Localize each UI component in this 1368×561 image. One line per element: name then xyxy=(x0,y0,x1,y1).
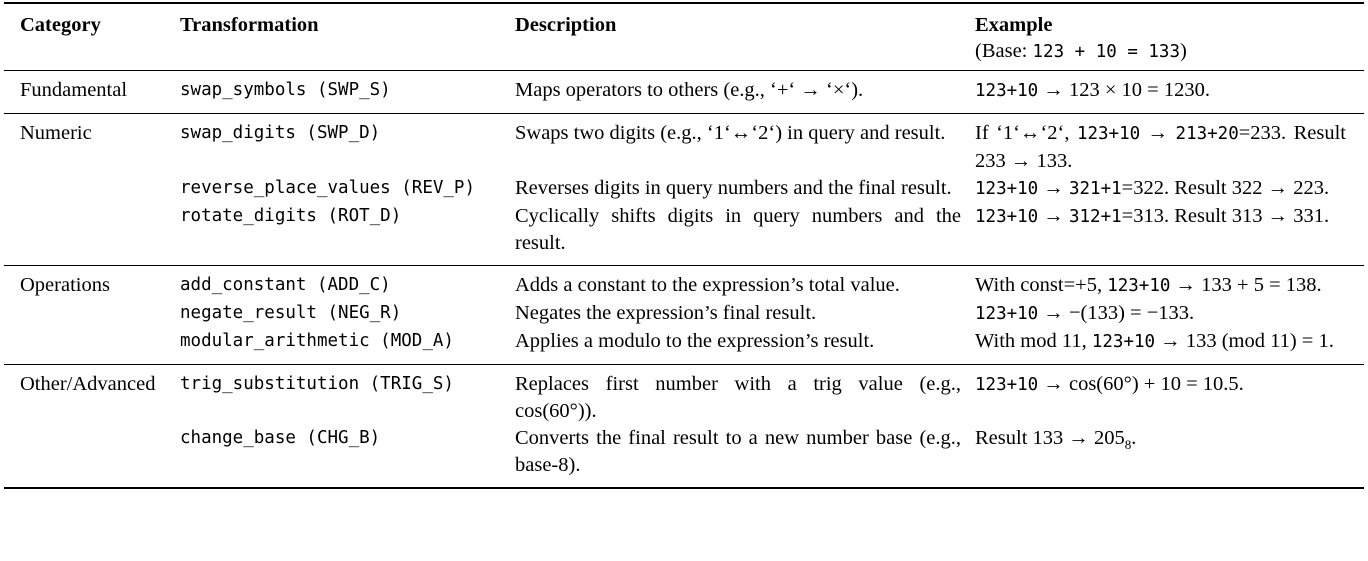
header-category: Category xyxy=(20,14,101,36)
category-cell xyxy=(4,300,180,328)
table-row: rotate_digits (ROT_D) Cyclically shifts … xyxy=(4,203,1364,266)
example-cell: 123+10 → −(133) = −133. xyxy=(975,300,1364,328)
description-cell: Maps operators to others (e.g., ‘+‘ → ‘×… xyxy=(515,79,864,101)
text-segment: ) xyxy=(1180,40,1187,62)
transformations-table: Category Transformation Description Exam… xyxy=(4,2,1364,489)
text-segment: 123+10 xyxy=(1076,124,1141,144)
text-segment: Result 133 → 205 xyxy=(975,427,1125,449)
text-segment: → 133 + 5 = 138. xyxy=(1170,274,1322,296)
category-cell: Other/Advanced xyxy=(20,373,156,395)
example-cell: 123+10 → 321+1=322. Result 322 → 223. xyxy=(975,175,1364,203)
transformation-cell: change_base (CHG_B) xyxy=(180,428,381,448)
text-segment: → xyxy=(1038,177,1069,199)
example-cell: 123+10 → 312+1=313. Result 313 → 331. xyxy=(975,203,1364,266)
category-cell: Fundamental xyxy=(20,79,128,101)
header-example-title: Example xyxy=(975,14,1053,36)
description-cell: Swaps two digits (e.g., ‘1‘↔‘2‘) in quer… xyxy=(515,122,946,144)
section-numeric: Numeric swap_digits (SWP_D) Swaps two di… xyxy=(4,113,1364,266)
text-segment: 123+10 xyxy=(975,179,1039,199)
text-segment: 312+1 xyxy=(1068,207,1122,227)
section-fundamental: Fundamental swap_symbols (SWP_S) Maps op… xyxy=(4,70,1364,114)
description-cell: Applies a modulo to the expression’s res… xyxy=(515,330,875,352)
text-segment: 123+10 xyxy=(975,207,1039,227)
transformation-cell: negate_result (NEG_R) xyxy=(180,303,402,323)
description-cell: Replaces first number with a trig value … xyxy=(515,373,961,422)
text-segment: =322. Result 322 → 223. xyxy=(1121,177,1330,199)
table-row: reverse_place_values (REV_P) Reverses di… xyxy=(4,175,1364,203)
text-segment: → xyxy=(1140,122,1176,144)
text-segment: 321+1 xyxy=(1068,179,1122,199)
category-cell xyxy=(4,175,180,203)
example-cell: With mod 11, 123+10 → 133 (mod 11) = 1. xyxy=(975,328,1364,365)
category-cell xyxy=(4,328,180,365)
header-transformation: Transformation xyxy=(180,14,319,36)
text-segment: 8 xyxy=(1124,437,1132,453)
category-cell xyxy=(4,425,180,488)
section-other-advanced: Other/Advanced trig_substitution (TRIG_S… xyxy=(4,364,1364,489)
category-cell xyxy=(4,203,180,266)
category-cell: Numeric xyxy=(20,122,92,144)
text-segment: 123+10 xyxy=(975,304,1039,324)
text-segment: =233. Result 233 → 133. xyxy=(975,122,1347,172)
text-segment: 213+20 xyxy=(1175,124,1239,144)
description-cell: Adds a constant to the expression’s tota… xyxy=(515,274,900,296)
table-row: modular_arithmetic (MOD_A) Applies a mod… xyxy=(4,328,1364,365)
text-segment: 123+10 xyxy=(975,375,1039,395)
text-segment: 123+10 xyxy=(975,81,1039,101)
transformation-cell: rotate_digits (ROT_D) xyxy=(180,206,402,226)
transformation-cell: swap_symbols (SWP_S) xyxy=(180,80,391,100)
text-segment: With mod 11, xyxy=(975,330,1092,352)
header-row: Category Transformation Description Exam… xyxy=(4,3,1364,71)
description-cell: Converts the final result to a new numbe… xyxy=(515,427,961,476)
text-segment: 123+10 xyxy=(1107,276,1171,296)
text-segment: 123+10 xyxy=(1091,332,1156,352)
example-cell: With const=+5, 123+10 → 133 + 5 = 138. xyxy=(975,266,1364,301)
section-operations: Operations add_constant (ADD_C) Adds a c… xyxy=(4,265,1364,365)
table-row: Other/Advanced trig_substitution (TRIG_S… xyxy=(4,365,1364,426)
table-row: change_base (CHG_B) Converts the final r… xyxy=(4,425,1364,488)
transformation-cell: swap_digits (SWP_D) xyxy=(180,123,381,143)
transformation-cell: add_constant (ADD_C) xyxy=(180,275,391,295)
header-example-base: (Base: 123 + 10 = 133) xyxy=(975,38,1350,65)
table-row: negate_result (NEG_R) Negates the expres… xyxy=(4,300,1364,328)
table-row: Operations add_constant (ADD_C) Adds a c… xyxy=(4,266,1364,301)
description-cell: Cyclically shifts digits in query number… xyxy=(515,205,961,254)
description-cell: Reverses digits in query numbers and the… xyxy=(515,177,952,199)
table-header: Category Transformation Description Exam… xyxy=(4,3,1364,71)
description-cell: Negates the expression’s final result. xyxy=(515,302,817,324)
text-segment: → xyxy=(1038,205,1069,227)
transformation-cell: reverse_place_values (REV_P) xyxy=(180,178,476,198)
text-segment: If ‘1‘↔‘2‘, xyxy=(975,122,1077,144)
text-segment: =313. Result 313 → 331. xyxy=(1121,205,1330,227)
category-cell: Operations xyxy=(20,274,110,296)
text-segment: → cos(60°) + 10 = 10.5. xyxy=(1038,373,1244,395)
transformation-cell: trig_substitution (TRIG_S) xyxy=(180,374,454,394)
text-segment: → 123 × 10 = 1230. xyxy=(1038,79,1210,101)
transformation-cell: modular_arithmetic (MOD_A) xyxy=(180,331,454,351)
example-cell: If ‘1‘↔‘2‘, 123+10 → 213+20=233. Result … xyxy=(975,114,1364,176)
header-description: Description xyxy=(515,14,617,36)
text-segment: . xyxy=(1131,427,1137,449)
example-cell: Result 133 → 2058. xyxy=(975,425,1364,488)
example-cell: 123+10 → 123 × 10 = 1230. xyxy=(975,71,1364,114)
text-segment: (Base: xyxy=(975,40,1033,62)
table-row: Numeric swap_digits (SWP_D) Swaps two di… xyxy=(4,114,1364,176)
header-example: Example (Base: 123 + 10 = 133) xyxy=(975,3,1364,71)
example-cell: 123+10 → cos(60°) + 10 = 10.5. xyxy=(975,365,1364,426)
text-segment: → 133 (mod 11) = 1. xyxy=(1155,330,1334,352)
text-segment: With const=+5, xyxy=(975,274,1108,296)
text-segment: 123 + 10 = 133 xyxy=(1032,42,1181,62)
text-segment: → −(133) = −133. xyxy=(1038,302,1195,324)
table-row: Fundamental swap_symbols (SWP_S) Maps op… xyxy=(4,71,1364,114)
